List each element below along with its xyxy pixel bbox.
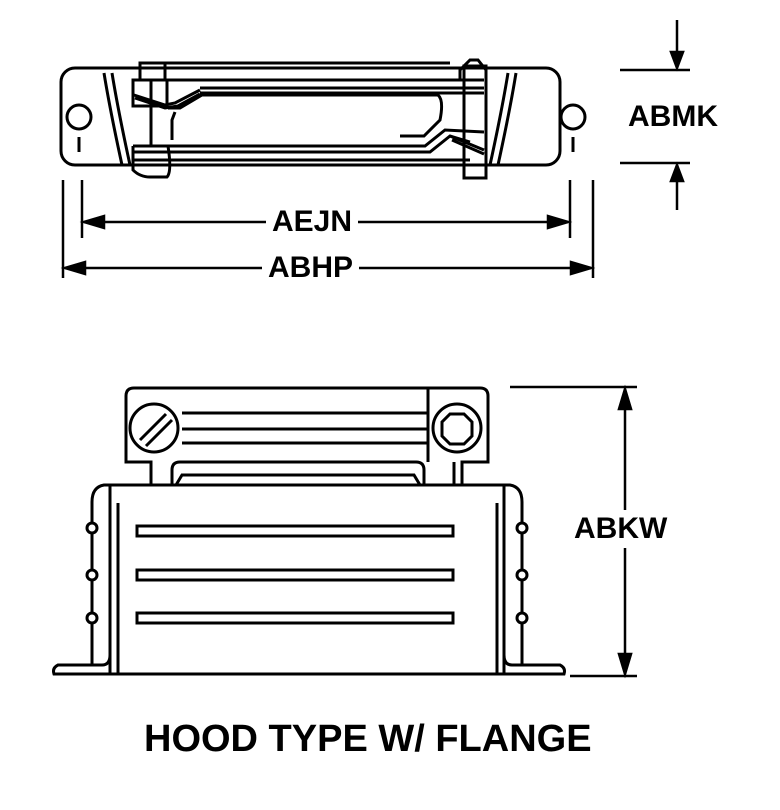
jackscrew-icon: [431, 402, 483, 454]
vent-slot-1: [135, 524, 455, 538]
shell-edge-right: [488, 72, 518, 166]
dimension-label-abhp: ABHP: [262, 253, 360, 283]
slotted-screw-icon: [128, 402, 180, 454]
vent-slot-3: [135, 611, 455, 625]
top-view: [59, 58, 587, 180]
shell-edge-left: [102, 72, 132, 166]
gasket: [170, 460, 426, 486]
rivets: [85, 521, 529, 625]
opening-outline: [168, 93, 444, 140]
screw-head-top-right: [458, 58, 488, 80]
dimension-label-abmk: ABMK: [628, 100, 718, 133]
drawing-caption: HOOD TYPE W/ FLANGE: [144, 718, 592, 760]
top-dimensions: [60, 20, 690, 278]
vent-slot-2: [135, 568, 455, 582]
screw-right-shaft: [462, 64, 488, 180]
body-inner-edges: [116, 503, 499, 674]
front-view: [52, 386, 566, 676]
screw-head-top-left: [138, 61, 167, 82]
latch-right: [449, 134, 485, 156]
bar-ribs: [182, 411, 428, 445]
hex-socket: [440, 412, 474, 446]
mounting-hole-right: [559, 103, 587, 131]
screw-slot: [138, 412, 174, 448]
dimension-label-abkw: ABKW: [574, 510, 668, 548]
flange-left: [52, 483, 112, 676]
hood-bottom-lines: [133, 128, 485, 162]
flange-right: [502, 483, 566, 676]
dimension-label-aejn: AEJN: [266, 207, 359, 237]
screw-bar: [124, 386, 490, 485]
mounting-hole-left: [65, 103, 93, 131]
hood-top-lines: [165, 61, 484, 95]
